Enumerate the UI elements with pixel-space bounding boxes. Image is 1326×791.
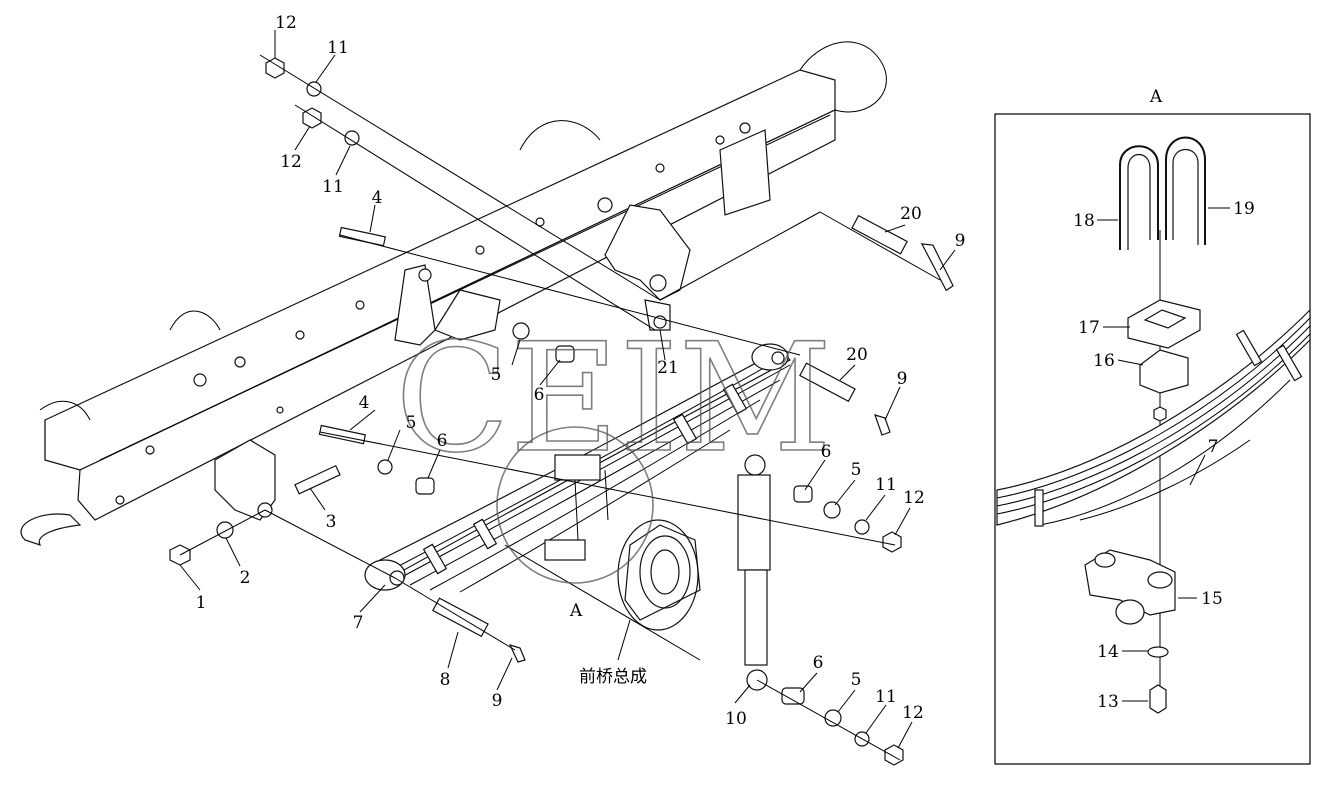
callout-5: 5 — [851, 460, 862, 480]
callout-11: 11 — [327, 38, 349, 58]
callout-a-marker: A — [569, 601, 583, 621]
spring-pad-17 — [1127, 299, 1201, 349]
callout-18: 18 — [1073, 211, 1095, 231]
callout-12: 12 — [903, 488, 925, 508]
assembly-axis-lines — [179, 54, 941, 761]
callout-4: 4 — [359, 393, 370, 413]
callout-9: 9 — [897, 369, 908, 389]
callout-16: 16 — [1093, 351, 1115, 371]
u-bolt-19 — [1165, 136, 1206, 245]
frame-side-plate — [719, 129, 771, 216]
callout-5: 5 — [851, 670, 862, 690]
callout-1: 1 — [196, 593, 207, 613]
callout-10: 10 — [725, 709, 747, 729]
callout-11: 11 — [875, 687, 897, 707]
callout-leaders — [179, 30, 956, 749]
callout-5: 5 — [406, 413, 417, 433]
shock-absorber — [737, 454, 771, 691]
callout-labels: 12 11 12 11 4 1 2 3 4 5 6 5 6 21 20 20 9… — [196, 13, 966, 729]
callout-5: 5 — [491, 365, 502, 385]
tow-hook — [20, 513, 82, 547]
callout-12: 12 — [280, 152, 302, 172]
front-spring-bracket — [214, 439, 276, 521]
callout-6: 6 — [821, 442, 832, 462]
axle-seat-15 — [1084, 549, 1176, 625]
callout-6: 6 — [437, 431, 448, 451]
watermark-circle — [496, 426, 654, 584]
callout-2: 2 — [240, 568, 251, 588]
callout-12: 12 — [902, 703, 924, 723]
callout-12: 12 — [275, 13, 297, 33]
u-bolt-assembly — [544, 454, 609, 561]
callout-11: 11 — [875, 475, 897, 495]
rear-spring-bracket — [394, 264, 501, 346]
callout-14: 14 — [1097, 642, 1119, 662]
callout-13: 13 — [1097, 692, 1119, 712]
callout-9: 9 — [955, 231, 966, 251]
callout-17: 17 — [1078, 318, 1100, 338]
callout-21: 21 — [657, 358, 679, 378]
callout-4: 4 — [372, 188, 383, 208]
callout-7: 7 — [353, 613, 364, 633]
watermark-text: CEIM — [395, 312, 832, 486]
axle-hub — [617, 519, 701, 631]
callout-11: 11 — [322, 177, 344, 197]
detail-view-frame — [994, 113, 1311, 765]
callout-7: 7 — [1208, 437, 1219, 457]
detail-view-a: A — [994, 87, 1311, 765]
leaf-spring-detail — [996, 308, 1311, 527]
callout-20: 20 — [846, 345, 868, 365]
callout-6: 6 — [534, 385, 545, 405]
detail-view-title: A — [1149, 87, 1163, 107]
callout-9: 9 — [492, 691, 503, 711]
callout-15: 15 — [1201, 589, 1223, 609]
callout-3: 3 — [326, 512, 337, 532]
callout-20: 20 — [900, 204, 922, 224]
nut-13 — [1149, 684, 1167, 714]
callout-8: 8 — [440, 670, 451, 690]
callout-19: 19 — [1233, 199, 1255, 219]
washer-14 — [1147, 646, 1169, 658]
callout-6: 6 — [813, 653, 824, 673]
u-bolt-18 — [1119, 145, 1159, 250]
axle-assembly-label: 前桥总成 — [579, 667, 647, 687]
bump-stop-16 — [1139, 349, 1189, 394]
